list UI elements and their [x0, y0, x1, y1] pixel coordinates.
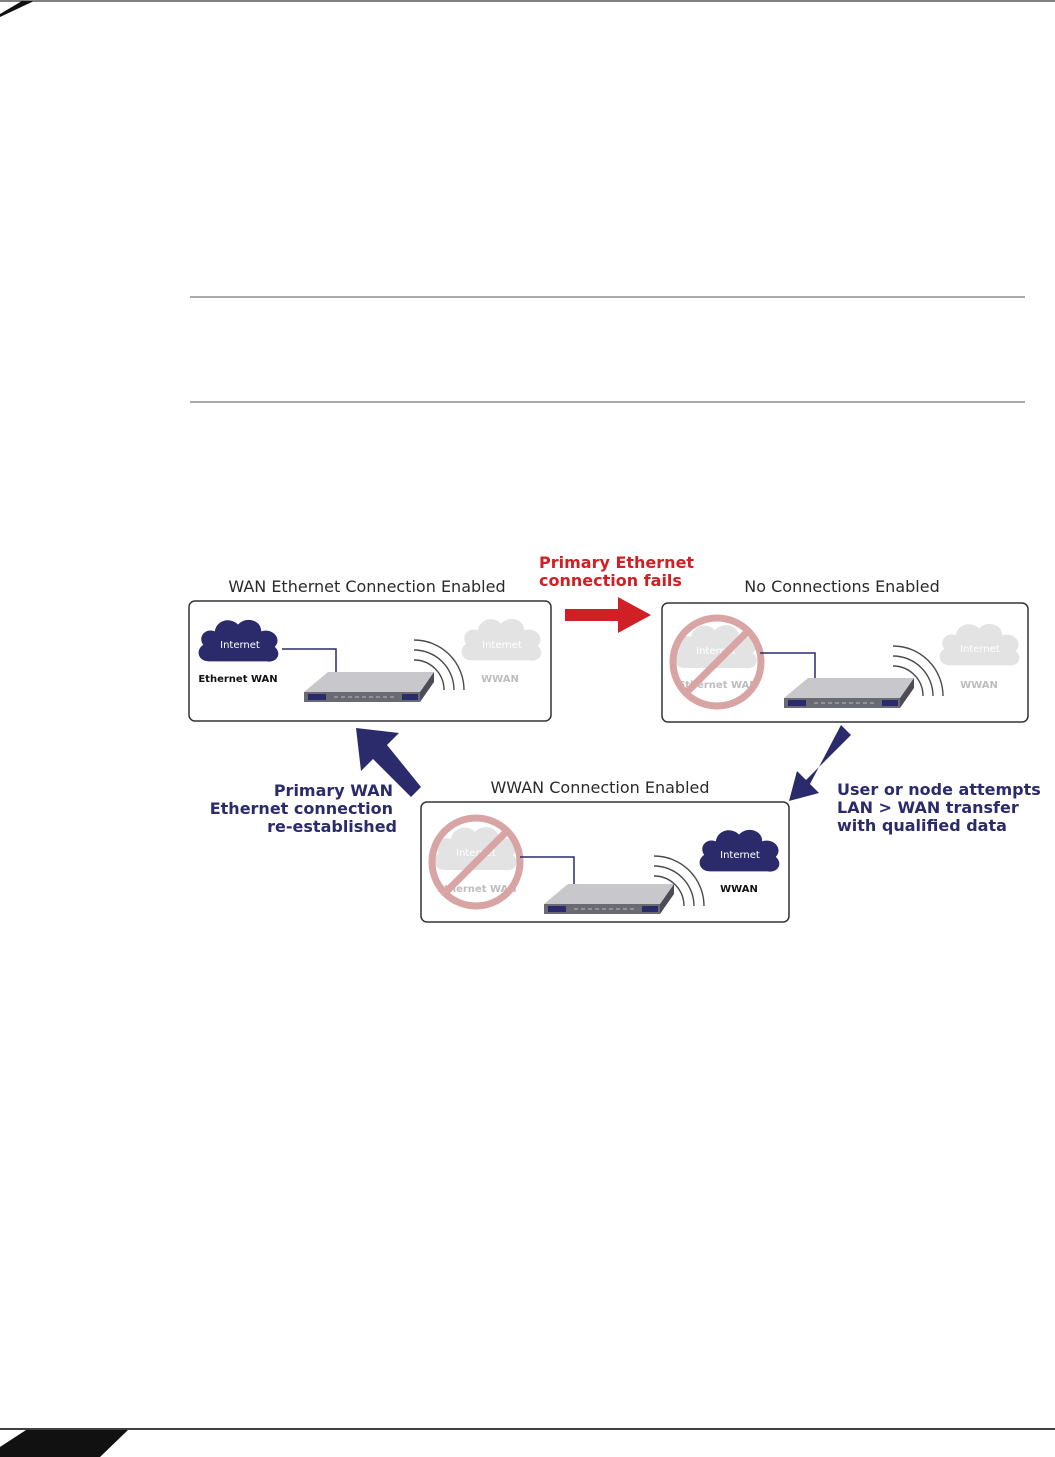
panel-wwan-frame — [420, 801, 790, 923]
panel-no-connections: No Connections Enabled Internet Ethernet… — [661, 577, 1029, 723]
header-tab-mark — [0, 1, 34, 17]
attempt-label-line3: with qualified data — [837, 816, 1007, 835]
ethernet-wan-label-faded: Ethernet WAN — [678, 680, 757, 691]
restore-label-line2: Ethernet connection — [210, 799, 393, 818]
navy-arrow-up-icon — [356, 728, 421, 797]
arrow-fail: Primary Ethernet connection fails — [539, 553, 694, 633]
navy-arrow-down-icon — [789, 725, 851, 801]
router-icon — [543, 883, 675, 915]
panel-wan-ethernet: WAN Ethernet Connection Enabled Internet… — [188, 577, 552, 722]
router-icon — [303, 671, 435, 703]
ethernet-cable — [760, 652, 816, 680]
red-arrow-icon — [565, 597, 651, 633]
arrow-attempt: User or node attempts LAN > WAN transfer… — [789, 725, 1041, 835]
cloud-label-faded: Internet — [482, 640, 522, 651]
arrow-restore: Primary WAN Ethernet connection re-estab… — [210, 728, 421, 836]
footer-tab-mark — [0, 1430, 128, 1457]
wwan-label: WWAN — [720, 884, 758, 895]
wwan-label-faded: WWAN — [960, 680, 998, 691]
panel-wan-frame — [188, 600, 552, 722]
wwan-label-faded: WWAN — [481, 674, 519, 685]
attempt-label-line2: LAN > WAN transfer — [837, 798, 1019, 817]
ethernet-cable — [282, 648, 337, 674]
restore-label-line1: Primary WAN — [274, 781, 393, 800]
cloud-label-faded: Internet — [960, 644, 1000, 655]
restore-label-line3: re-established — [267, 817, 397, 836]
ethernet-wan-label-faded: Ethernet WAN — [437, 884, 516, 895]
cloud-label-faded: Internet — [456, 848, 496, 859]
ethernet-wan-label: Ethernet WAN — [198, 674, 277, 685]
panel-wwan: WWAN Connection Enabled Internet Etherne… — [420, 778, 790, 923]
attempt-label-line1: User or node attempts — [837, 780, 1041, 799]
cloud-label-faded: Internet — [696, 646, 736, 657]
ethernet-cable — [520, 856, 575, 886]
fail-label-line1: Primary Ethernet — [539, 553, 694, 572]
panel-wwan-title: WWAN Connection Enabled — [490, 778, 709, 797]
router-icon — [783, 677, 915, 709]
fail-label-line2: connection fails — [539, 571, 682, 590]
panel-none-title: No Connections Enabled — [744, 577, 939, 596]
panel-wan-title: WAN Ethernet Connection Enabled — [228, 577, 505, 596]
cloud-label-active: Internet — [720, 850, 760, 861]
cloud-label-active: Internet — [220, 640, 260, 651]
